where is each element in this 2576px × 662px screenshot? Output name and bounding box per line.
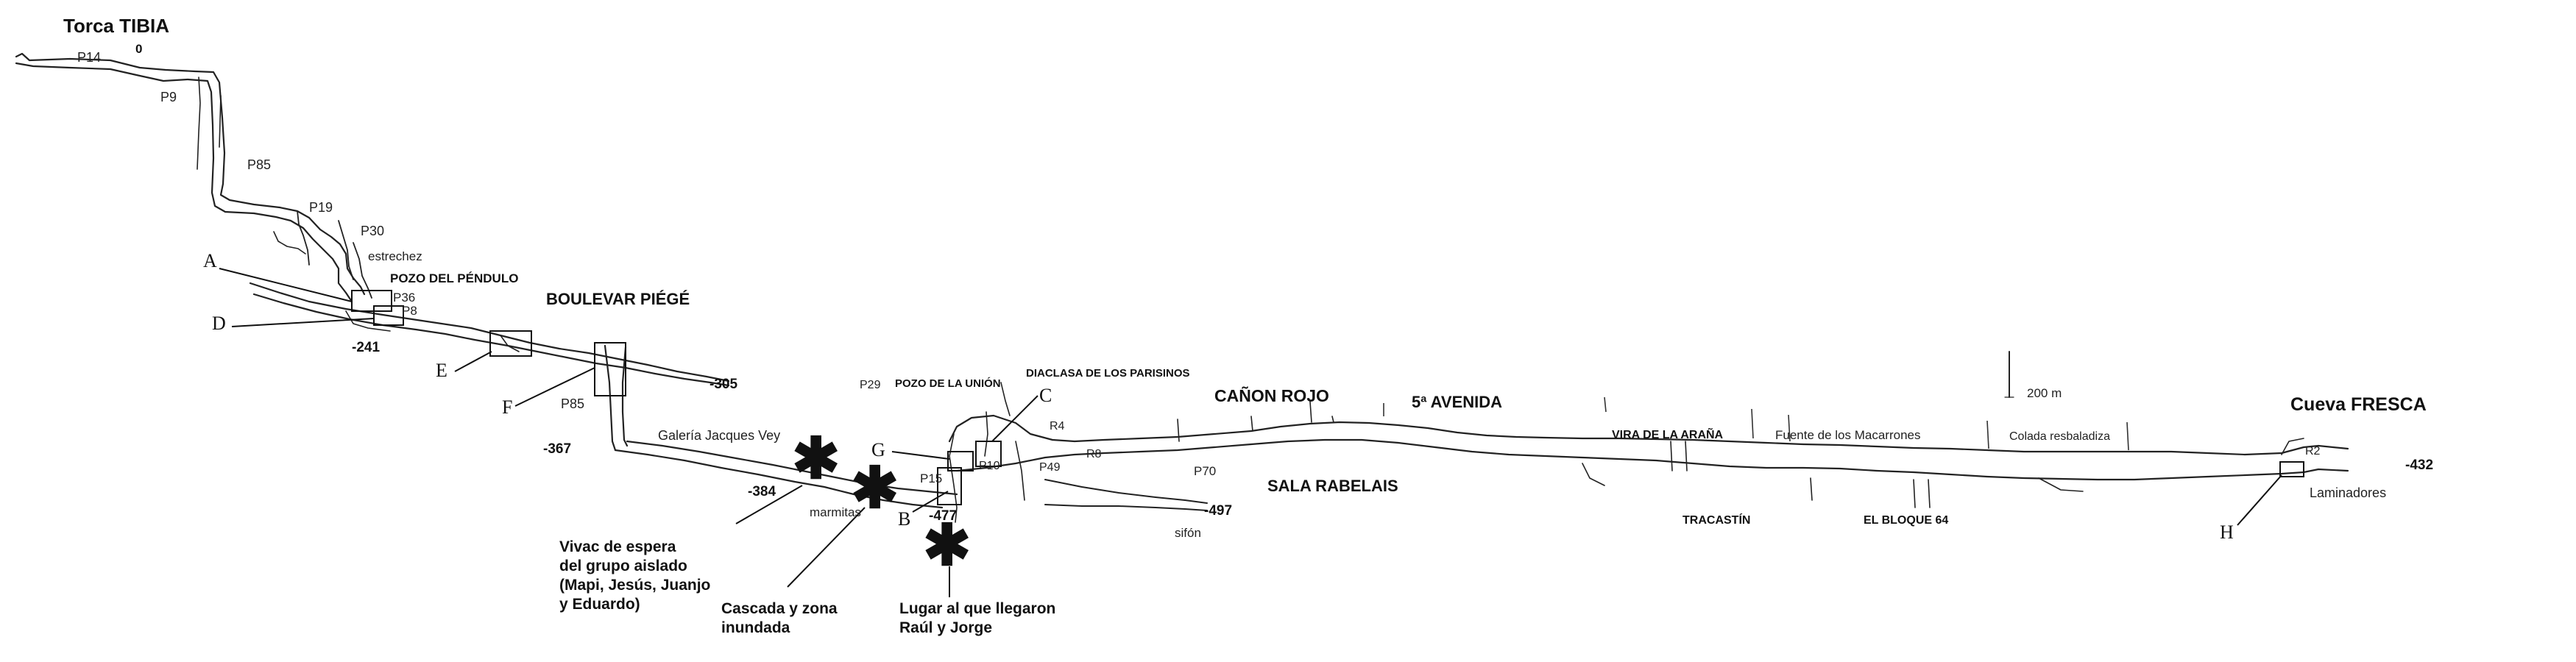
marker-leaders <box>219 268 2282 588</box>
section-5-avenida: 5ª AVENIDA <box>1412 393 1502 411</box>
shaft-p14: P14 <box>77 50 101 65</box>
box-d <box>373 305 404 326</box>
feature-marmitas: marmitas <box>810 505 861 519</box>
box-a <box>351 290 392 312</box>
entrance-title-tibia: Torca TIBIA <box>63 15 169 37</box>
depth-497: -497 <box>1204 503 1232 519</box>
feature-estrechez: estrechez <box>368 249 422 263</box>
depth-241: -241 <box>352 340 380 355</box>
box-f <box>594 342 626 396</box>
section-sala-rabelais: SALA RABELAIS <box>1267 477 1398 495</box>
marker-g: G <box>871 439 885 460</box>
section-diaclasa: DIACLASA DE LOS PARISINOS <box>1026 367 1190 380</box>
marker-e: E <box>436 360 447 381</box>
event-asterisks: ✱ ✱ ✱ <box>792 426 971 577</box>
shaft-p85-upper: P85 <box>247 157 271 172</box>
depth-0: 0 <box>135 42 142 56</box>
marker-a: A <box>203 250 217 271</box>
section-vira-arana: VIRA DE LA ARAÑA <box>1612 427 1724 441</box>
annotation-vivac-line4: y Eduardo) <box>559 596 640 613</box>
annotation-vivac-line1: Vivac de espera <box>559 538 676 555</box>
section-pozo-union: POZO DE LA UNIÓN <box>895 377 1001 390</box>
annotation-vivac-line3: (Mapi, Jesús, Juanjo <box>559 577 710 594</box>
asterisk-vivac: ✱ <box>792 426 840 491</box>
shaft-p8: P8 <box>402 304 417 318</box>
feature-sifon: sifón <box>1175 526 1201 540</box>
shaft-p15: P15 <box>920 471 942 485</box>
feature-fuente: Fuente de los Macarrones <box>1775 428 1921 442</box>
annotation-vivac-line2: del grupo aislado <box>559 558 687 574</box>
shaft-p9: P9 <box>160 90 177 104</box>
section-names: POZO DEL PÉNDULO BOULEVAR PIÉGÉ POZO DE … <box>390 271 1948 527</box>
marker-d: D <box>212 313 226 334</box>
section-markers: A D E F C G B H <box>203 250 2234 543</box>
shaft-p85-lower: P85 <box>561 396 584 411</box>
asterisk-cascada: ✱ <box>851 455 899 520</box>
feature-colada: Colada resbaladiza <box>2009 430 2110 443</box>
depth-384: -384 <box>748 484 776 499</box>
annotation-cascada: Cascada y zona inundada <box>721 600 838 636</box>
box-e <box>489 330 532 357</box>
marker-f: F <box>502 396 512 418</box>
shaft-p70: P70 <box>1194 464 1216 478</box>
marker-c: C <box>1039 385 1052 406</box>
annotation-lugar-line1: Lugar al que llegaron <box>899 600 1055 617</box>
feature-galeria-jv: Galería Jacques Vey <box>658 428 780 443</box>
feature-laminadores: Laminadores <box>2310 485 2386 500</box>
depth-labels: 0 -241 -305 -367 -384 -477 -497 -432 <box>135 42 2433 524</box>
annotation-cascada-line1: Cascada y zona <box>721 600 838 617</box>
shaft-r4: R4 <box>1050 420 1065 433</box>
shaft-p30: P30 <box>361 224 384 238</box>
annotation-lugar-line2: Raúl y Jorge <box>899 619 992 636</box>
section-pozo-pendulo: POZO DEL PÉNDULO <box>390 271 518 285</box>
section-bloque-64: EL BLOQUE 64 <box>1864 514 1948 527</box>
entrance-title-fresca: Cueva FRESCA <box>2290 394 2427 415</box>
depth-305: -305 <box>710 377 737 392</box>
scale-bar: 200 m <box>2004 351 2062 400</box>
shaft-r2: R2 <box>2305 445 2321 458</box>
scale-bar-label: 200 m <box>2027 386 2062 400</box>
annotation-cascada-line2: inundada <box>721 619 790 636</box>
section-boxes <box>351 290 2304 505</box>
marker-b: B <box>898 508 910 530</box>
marker-h: H <box>2220 522 2234 543</box>
shaft-p19: P19 <box>309 200 333 215</box>
section-boulevar: BOULEVAR PIÉGÉ <box>546 290 690 308</box>
feature-labels: Galería Jacques Vey marmitas sifón Fuent… <box>368 249 2386 540</box>
depth-477: -477 <box>929 508 957 524</box>
section-canon-rojo: CAÑON ROJO <box>1214 385 1329 405</box>
passage-outline <box>15 52 2349 523</box>
box-h <box>2279 461 2304 477</box>
shaft-p29: P29 <box>860 379 881 391</box>
asterisk-lugar: ✱ <box>923 513 971 577</box>
shaft-p10: P10 <box>979 460 1000 472</box>
annotation-vivac: Vivac de espera del grupo aislado (Mapi,… <box>559 538 710 613</box>
shaft-labels: P14 P9 P85 P19 P30 P36 P8 P85 P29 P15 P1… <box>77 50 2321 485</box>
box-c <box>975 441 1002 467</box>
box-b <box>937 467 962 505</box>
depth-432: -432 <box>2405 458 2433 473</box>
shaft-p36: P36 <box>393 291 415 305</box>
annotation-lugar: Lugar al que llegaron Raúl y Jorge <box>899 600 1055 636</box>
section-tracastin: TRACASTÍN <box>1682 513 1750 527</box>
shaft-p49: P49 <box>1039 461 1061 474</box>
depth-367: -367 <box>543 441 571 457</box>
shaft-r8: R8 <box>1086 448 1102 460</box>
